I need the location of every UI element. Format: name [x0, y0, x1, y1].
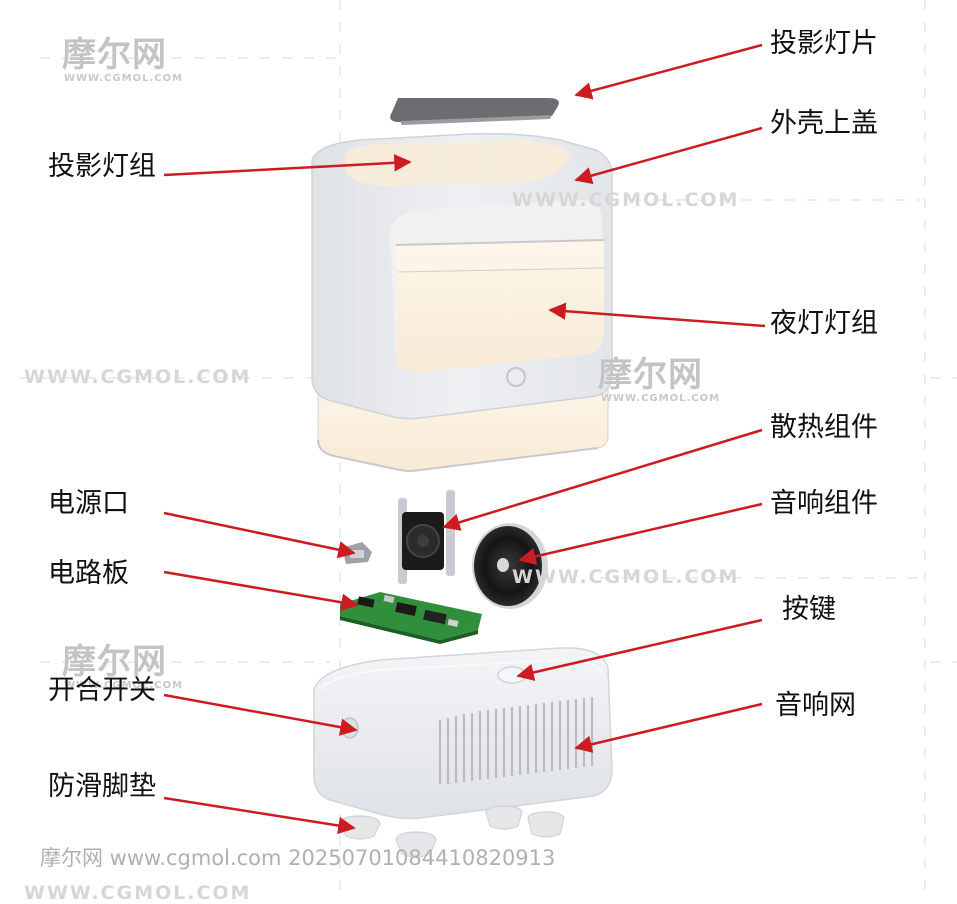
- power-port-part: [342, 542, 372, 564]
- label-projection-light-group: 投影灯组: [48, 151, 156, 182]
- label-speaker-grille: 音响网: [775, 690, 856, 721]
- watermark-url: WWW.CGMOL.COM: [24, 366, 252, 388]
- watermark-logo-sub: WWW.CGMOL.COM: [64, 73, 184, 84]
- label-housing-top-cover: 外壳上盖: [770, 108, 878, 139]
- watermark-url: WWW.CGMOL.COM: [24, 882, 252, 904]
- label-anti-slip-feet: 防滑脚垫: [48, 771, 156, 802]
- circuit-board-part: [340, 592, 482, 644]
- label-cooling-assembly: 散热组件: [770, 412, 878, 443]
- speaker-grille-part: [438, 697, 594, 784]
- speaker-assembly-part: [472, 523, 548, 609]
- watermark-logo: 摩尔网: [62, 642, 167, 682]
- watermark-url: WWW.CGMOL.COM: [512, 566, 740, 588]
- label-power-port: 电源口: [48, 488, 129, 519]
- callout-arrows: [163, 43, 766, 835]
- watermark-logo: 摩尔网: [62, 35, 167, 75]
- anti-slip-feet-part: [339, 805, 565, 858]
- watermark-url: WWW.CGMOL.COM: [512, 189, 740, 211]
- upper-housing-part: [311, 132, 613, 472]
- label-button: 按键: [782, 594, 836, 625]
- projection-slide-part: [390, 98, 559, 125]
- label-speaker-assembly: 音响组件: [770, 488, 878, 519]
- label-projection-slide: 投影灯片: [770, 28, 878, 59]
- base-housing-part: [313, 647, 613, 820]
- watermark-logo: 摩尔网: [598, 355, 703, 395]
- watermark-logo-sub: WWW.CGMOL.COM: [64, 680, 184, 691]
- cooling-assembly-part: [398, 490, 455, 584]
- footer-watermark: 摩尔网 www.cgmol.com 20250701084410820913: [40, 846, 556, 870]
- label-circuit-board: 电路板: [48, 558, 129, 589]
- watermark-logo-sub: WWW.CGMOL.COM: [601, 393, 721, 404]
- label-night-light-group: 夜灯灯组: [770, 308, 878, 339]
- label-on-off-switch: 开合开关: [48, 675, 156, 706]
